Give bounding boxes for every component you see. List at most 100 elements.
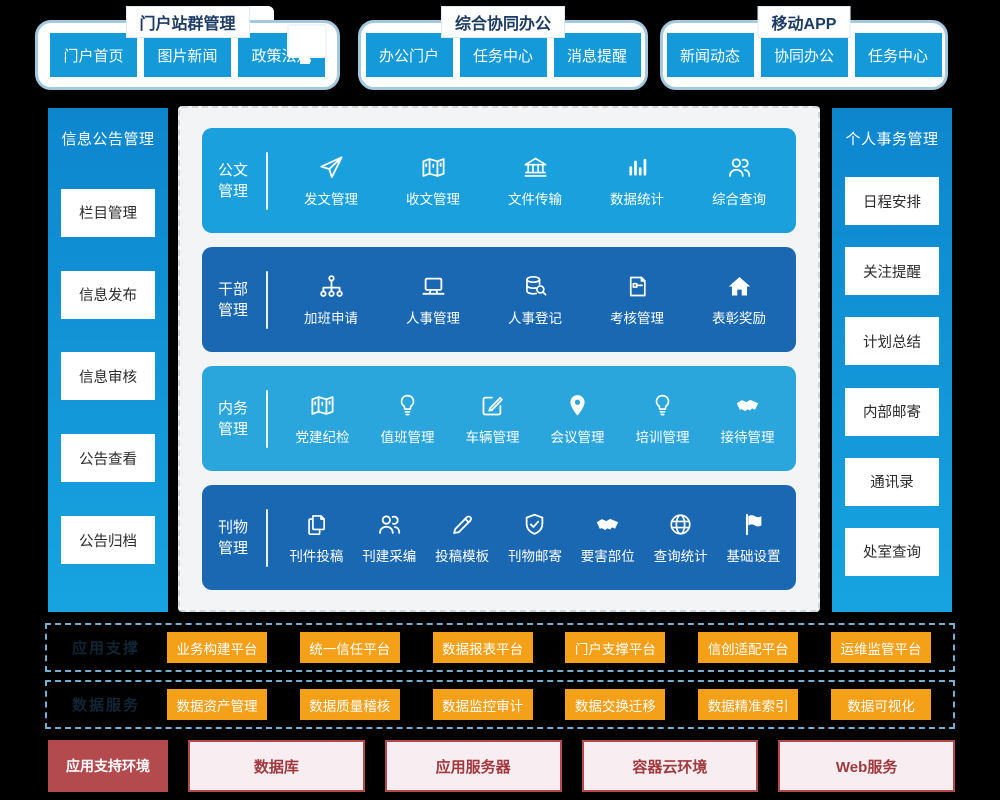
handshake-icon [594,511,621,538]
row-label: 数据服务 [71,697,140,714]
collab-office-button[interactable]: 协同办公 [760,33,848,77]
sidebar-title: 信息公告管理 [61,131,155,148]
module-item[interactable]: 培训管理 [636,392,690,446]
platform-chip[interactable]: 数据质量稽核 [299,689,400,720]
task-center-button[interactable]: 任务中心 [854,33,942,77]
platform-chip[interactable]: 数据可视化 [830,689,931,720]
module-item[interactable]: 文件传输 [508,154,562,208]
divider [266,270,268,329]
users-icon [376,511,403,538]
group-collab-office: 综合协同办公 办公门户 任务中心 消息提醒 [358,6,648,90]
environment-box-database: 数据库 [188,740,365,792]
module-label: 刊件投稿 [289,548,344,564]
bar-chart-icon [624,154,651,181]
module-item[interactable]: 数据统计 [610,154,664,208]
platform-chip[interactable]: 数据精准索引 [698,689,799,720]
sidebar-item-schedule[interactable]: 日程安排 [845,177,939,226]
module-label: 考核管理 [610,310,664,326]
sidebar-item-internal-mail[interactable]: 内部邮寄 [845,387,939,436]
shield-check-icon [521,511,548,538]
message-reminder-button[interactable]: 消息提醒 [553,33,641,77]
bank-icon [522,154,549,181]
sidebar-info-announcements: 信息公告管理 栏目管理 信息发布 信息审核 公告查看 公告归档 [48,108,168,612]
platform-chip[interactable]: 数据交换迁移 [565,689,666,720]
sidebar-item-follow-reminder[interactable]: 关注提醒 [845,247,939,296]
module-label: 刊物邮寄 [507,548,562,564]
sidebar-item-announcement-archive[interactable]: 公告归档 [61,516,155,565]
divider [266,151,268,210]
platform-chip[interactable]: 信创适配平台 [698,632,799,663]
module-label: 查询统计 [653,548,708,564]
module-item[interactable]: 会议管理 [551,392,605,446]
module-item[interactable]: 要害部位 [581,511,635,565]
row-cadre-management: 干部管理 加班申请 人事管理 人事登记 考核管理 [202,247,796,352]
portal-home-button[interactable]: 门户首页 [50,33,137,77]
module-item[interactable]: 党建纪检 [296,392,350,446]
row-data-services: 数据服务 数据资产管理 数据质量稽核 数据监控审计 数据交换迁移 数据精准索引 … [45,680,955,729]
platform-chip[interactable]: 统一信任平台 [299,632,400,663]
module-label: 表彰奖励 [712,310,766,326]
photo-news-button[interactable]: 图片新闻 [144,33,231,77]
platform-chip[interactable]: 数据监控审计 [432,689,533,720]
module-item[interactable]: 收文管理 [406,154,460,208]
module-item[interactable]: 考核管理 [610,273,664,327]
platform-chip[interactable]: 数据报表平台 [432,632,533,663]
module-label: 收文管理 [406,191,460,207]
divider [266,389,268,448]
copy-icon [303,511,330,538]
sidebar-item-info-publish[interactable]: 信息发布 [61,270,155,319]
module-item[interactable]: 查询统计 [654,511,708,565]
sidebar-item-info-review[interactable]: 信息审核 [61,352,155,401]
platform-chip[interactable]: 运维监管平台 [830,632,931,663]
row-official-documents: 公文管理 发文管理 收文管理 文件传输 数据统计 [202,128,796,233]
sidebar-item-column-management[interactable]: 栏目管理 [61,188,155,237]
module-item[interactable]: 投稿模板 [435,511,489,565]
module-label: 车辆管理 [465,429,520,445]
news-updates-button[interactable]: 新闻动态 [666,33,754,77]
module-item[interactable]: 人事管理 [406,273,460,327]
laptop-icon [420,273,447,300]
module-item[interactable]: 刊件投稿 [289,511,343,565]
module-label: 刊建采编 [362,548,417,564]
module-label: 接待管理 [720,429,775,445]
module-item[interactable]: 综合查询 [712,154,766,208]
sidebar-item-contacts[interactable]: 通讯录 [845,457,939,506]
lightbulb-icon [394,392,421,419]
environment-box-container-cloud: 容器云环境 [581,740,759,792]
environment-label: 应用支持环境 [48,740,168,792]
module-label: 要害部位 [580,548,635,564]
office-portal-button[interactable]: 办公门户 [365,33,453,77]
row-category-label: 刊物管理 [218,518,249,557]
module-label: 基础设置 [726,548,781,564]
group-title: 门户站群管理 [125,6,250,38]
home-icon [726,273,753,300]
module-item[interactable]: 值班管理 [381,392,435,446]
module-item[interactable]: 基础设置 [726,511,780,565]
module-item[interactable]: 人事登记 [508,273,562,327]
platform-chip[interactable]: 数据资产管理 [167,689,267,720]
row-publications: 刊物管理 刊件投稿 刊建采编 投稿模板 刊物邮寄 [202,485,796,590]
document-icon [624,273,651,300]
platform-chip[interactable]: 门户支撑平台 [565,632,666,663]
flag-icon [740,511,767,538]
task-center-button[interactable]: 任务中心 [459,33,547,77]
row-application-support: 应用支撑 业务构建平台 统一信任平台 数据报表平台 门户支撑平台 信创适配平台 … [45,623,955,672]
module-label: 培训管理 [635,429,690,445]
module-item[interactable]: 刊物邮寄 [508,511,562,565]
module-item[interactable]: 加班申请 [304,273,358,327]
module-label: 会议管理 [550,429,605,445]
module-label: 人事管理 [406,310,460,326]
platform-chip[interactable]: 业务构建平台 [167,632,267,663]
module-item[interactable]: 接待管理 [721,392,775,446]
sidebar-item-plan-summary[interactable]: 计划总结 [845,317,939,366]
module-label: 人事登记 [508,310,562,326]
environment-box-web-service: Web服务 [778,740,955,792]
module-item[interactable]: 刊建采编 [362,511,416,565]
module-item[interactable]: 车辆管理 [466,392,520,446]
sidebar-title: 个人事务管理 [845,131,939,148]
sidebar-item-office-query[interactable]: 处室查询 [845,527,939,576]
sidebar-item-announcement-view[interactable]: 公告查看 [61,434,155,483]
module-item[interactable]: 发文管理 [304,154,358,208]
row-label: 应用支撑 [71,640,140,657]
module-item[interactable]: 表彰奖励 [712,273,766,327]
